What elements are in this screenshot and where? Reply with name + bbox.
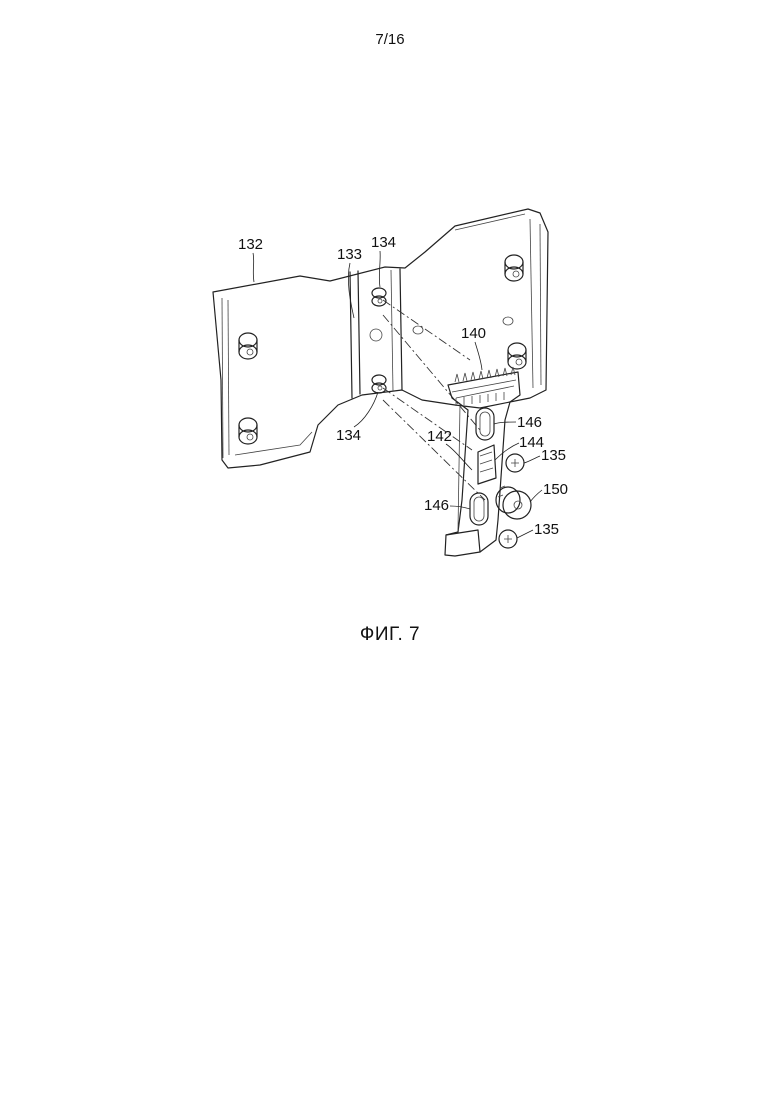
- label-133: 133: [337, 246, 362, 263]
- figure-caption: ФИГ. 7: [0, 624, 780, 646]
- teeth: [455, 367, 515, 406]
- label-134-top: 134: [371, 234, 396, 251]
- label-132: 132: [238, 236, 263, 253]
- label-142: 142: [427, 428, 452, 445]
- adjusting-knob: [496, 486, 531, 519]
- label-135-bottom: 135: [534, 521, 559, 538]
- label-140: 140: [461, 325, 486, 342]
- label-135-top: 135: [541, 447, 566, 464]
- bracket-bosses: [239, 255, 526, 444]
- label-134-bottom: 134: [336, 427, 361, 444]
- adjusting-plate: [445, 367, 520, 556]
- label-146-top: 146: [517, 414, 542, 431]
- label-150: 150: [543, 481, 568, 498]
- label-146-bottom: 146: [424, 497, 449, 514]
